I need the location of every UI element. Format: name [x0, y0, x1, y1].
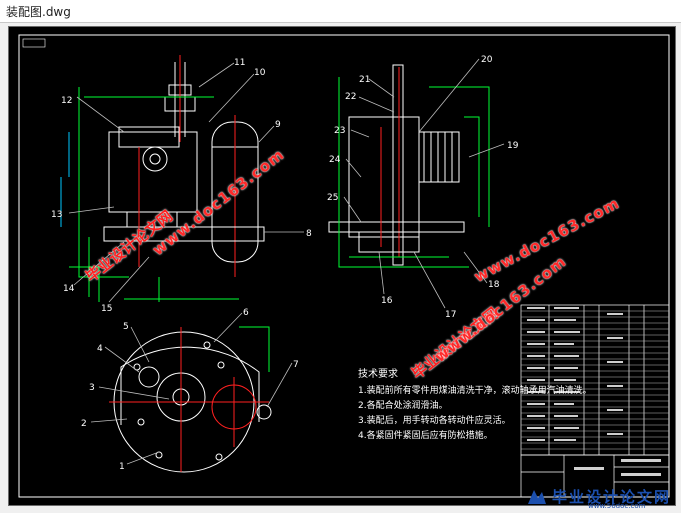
part-number: 6: [243, 308, 249, 318]
part-number: 13: [51, 210, 62, 220]
part-number: 14: [63, 284, 75, 294]
logo-url: www.56doc.com: [588, 502, 646, 510]
part-number: 24: [329, 155, 341, 165]
part-number: 25: [327, 193, 338, 203]
part-number: 5: [123, 322, 129, 332]
part-number: 9: [275, 120, 281, 130]
part-number: 17: [445, 310, 456, 320]
plan-view: [109, 326, 272, 473]
part-number: 16: [381, 296, 393, 306]
part-number: 22: [345, 92, 356, 102]
part-number: 15: [101, 304, 112, 314]
leader-lines: [68, 58, 505, 465]
bom-text-marks: [527, 307, 661, 476]
window-title: 装配图.dwg: [6, 5, 71, 19]
front-view: [60, 55, 265, 302]
site-logo: 毕业设计论文网 www.56doc.com: [518, 486, 678, 510]
bom-table: [520, 304, 670, 498]
window-titlebar: 装配图.dwg: [0, 0, 681, 23]
side-view: [328, 64, 490, 268]
cad-drawing: 11 10 9 12 13 14 15 8 21 22 23 24 25 20 …: [18, 34, 670, 498]
part-number: 3: [89, 383, 95, 393]
part-number: 18: [488, 280, 500, 290]
part-number: 21: [359, 75, 370, 85]
tech-notes: 技术要求 1.装配前所有零件用煤油清洗干净，滚动轴承用汽油清洗。 2.各配合处涂…: [358, 367, 592, 444]
part-number: 11: [234, 58, 245, 68]
part-number: 19: [507, 141, 519, 151]
part-number-labels: 11 10 9 12 13 14 15 8 21 22 23 24 25 20 …: [51, 55, 519, 472]
part-number: 4: [97, 344, 103, 354]
tech-note-item: 1.装配前所有零件用煤油清洗干净，滚动轴承用汽油清洗。: [358, 386, 592, 396]
logo-text: 毕业设计论文网: [552, 488, 672, 506]
logo-icon: [528, 490, 546, 504]
part-number: 8: [306, 229, 312, 239]
part-number: 10: [254, 68, 266, 78]
drawing-canvas[interactable]: 11 10 9 12 13 14 15 8 21 22 23 24 25 20 …: [8, 26, 676, 506]
tech-note-item: 2.各配合处涂润滑油。: [358, 401, 448, 411]
tech-note-item: 3.装配后，用手转动各转动件应灵活。: [358, 416, 511, 426]
part-number: 12: [61, 96, 72, 106]
tech-note-item: 4.各紧固件紧固后应有防松措施。: [358, 431, 493, 441]
part-number: 20: [481, 55, 493, 65]
tech-notes-title: 技术要求: [358, 369, 398, 380]
part-number: 7: [293, 360, 299, 370]
drawing-border: [18, 34, 670, 498]
part-number: 2: [81, 419, 87, 429]
part-number: 1: [119, 462, 125, 472]
part-number: 23: [334, 126, 345, 136]
